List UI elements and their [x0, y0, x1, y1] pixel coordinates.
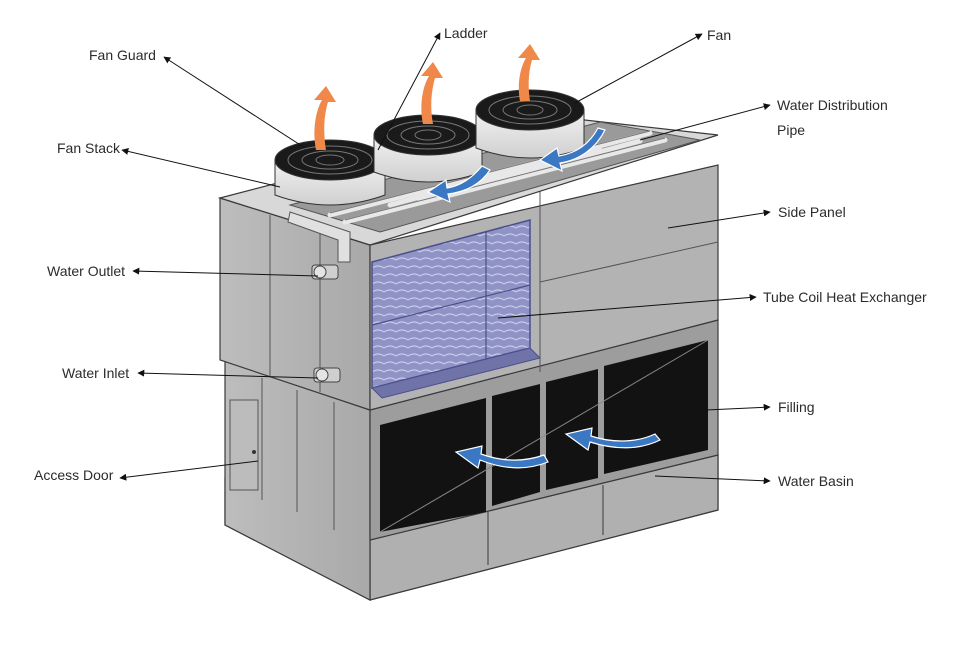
filling-media-3	[546, 369, 598, 490]
lower-left-casing	[224, 359, 371, 601]
label-fan: Fan	[707, 27, 732, 43]
label-ladder: Ladder	[444, 25, 488, 41]
water-inlet-valve	[313, 367, 341, 383]
label-water-outlet: Water Outlet	[47, 263, 126, 279]
label-filling: Filling	[778, 399, 815, 415]
leader-lines	[119, 32, 771, 485]
label-water-distribution-pipe-line2: Pipe	[777, 122, 806, 138]
fan-stack-1	[274, 139, 386, 206]
label-access-door: Access Door	[34, 467, 114, 483]
water-outlet-valve	[311, 264, 339, 280]
access-door-shape	[229, 399, 259, 491]
label-water-basin: Water Basin	[778, 473, 854, 489]
label-fan-stack: Fan Stack	[57, 140, 121, 156]
outlet-pipe	[287, 211, 351, 263]
label-water-inlet: Water Inlet	[62, 365, 130, 381]
fan-stack-2	[373, 114, 483, 183]
tube-coil-shape	[371, 219, 541, 399]
label-fan-guard: Fan Guard	[89, 47, 156, 63]
fan-stack-3	[475, 89, 585, 159]
filling-media-1	[380, 398, 486, 532]
label-water-distribution-pipe-line1: Water Distribution	[777, 97, 888, 113]
label-side-panel: Side Panel	[778, 204, 846, 220]
filling-section	[369, 319, 719, 541]
water-flow-arrows	[426, 127, 661, 470]
label-tube-coil-heat-exchanger: Tube Coil Heat Exchanger	[763, 289, 927, 305]
filling-media-2	[492, 384, 540, 506]
hot-air-arrows	[314, 44, 540, 150]
